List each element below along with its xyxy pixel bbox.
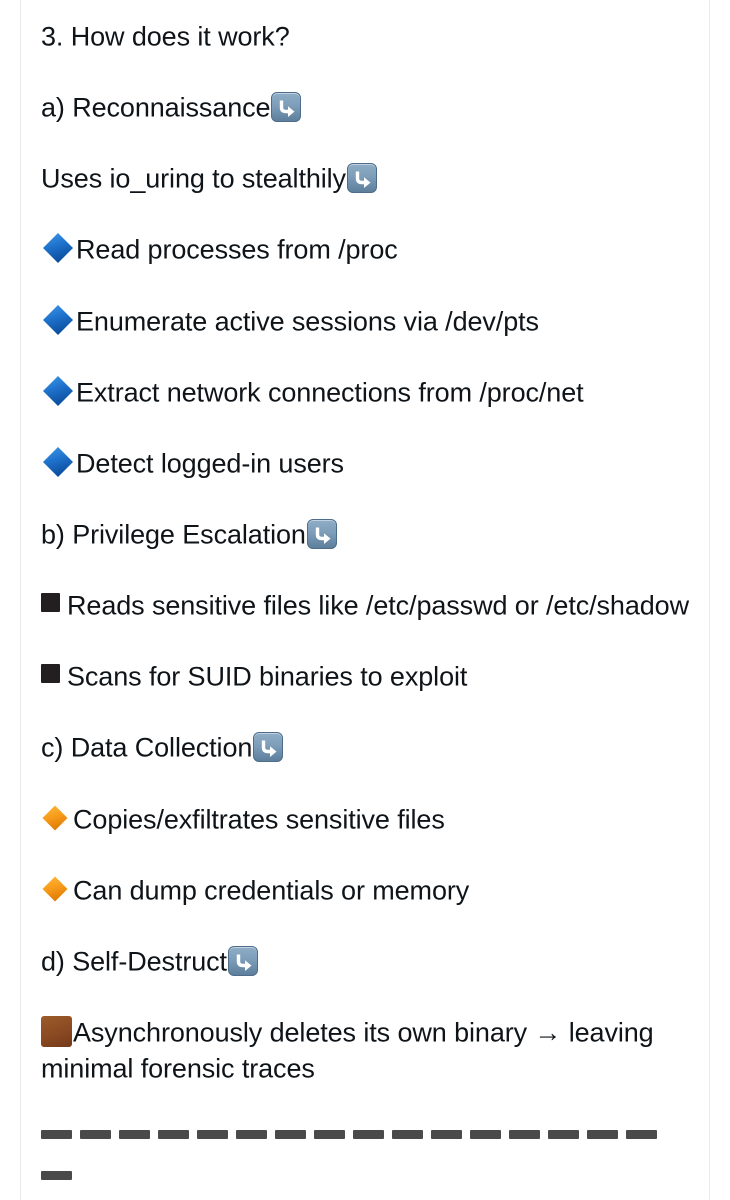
blue-diamond-icon	[41, 445, 75, 479]
orange-diamond-icon	[41, 875, 69, 903]
arrow-curving-down-icon	[227, 945, 258, 976]
list-item-text: Detect logged-in users	[76, 448, 344, 479]
separator-dash-line	[41, 1130, 689, 1141]
subsection-a-reconnaissance: a) Reconnaissance	[41, 89, 689, 125]
heavy-dash-icon	[626, 1130, 657, 1140]
list-item-text: Read processes from /proc	[76, 235, 398, 266]
reconnaissance-intro-text: Uses io_uring to stealthily	[41, 163, 346, 194]
heavy-dash-icon	[353, 1130, 384, 1140]
subsection-d-label: d) Self-Destruct	[41, 946, 227, 977]
list-item: Enumerate active sessions via /dev/pts	[41, 303, 689, 339]
list-item-text: Scans for SUID binaries to exploit	[67, 661, 468, 692]
subsection-c-label: c) Data Collection	[41, 733, 253, 763]
list-item: Detect logged-in users	[41, 445, 689, 481]
list-item-text: Asynchronously deletes its own binary → …	[41, 1017, 654, 1084]
reconnaissance-intro: Uses io_uring to stealthily	[41, 160, 689, 196]
list-item-text: Can dump credentials or memory	[73, 875, 470, 906]
blue-diamond-icon	[41, 303, 75, 337]
heavy-dash-icon	[80, 1130, 111, 1140]
subsection-b-label: b) Privilege Escalation	[41, 519, 306, 550]
subsection-a-label: a) Reconnaissance	[41, 92, 271, 123]
post-text-column: 3. How does it work? a) Reconnaissance U…	[20, 0, 710, 1200]
heavy-dash-icon	[275, 1130, 306, 1140]
list-item: Read processes from /proc	[41, 231, 689, 267]
section-heading-text: 3. How does it work?	[41, 21, 290, 52]
black-square-icon	[41, 664, 60, 684]
subsection-b-privilege-escalation: b) Privilege Escalation	[41, 516, 689, 552]
subsection-d-self-destruct: d) Self-Destruct	[41, 943, 689, 979]
section-heading: 3. How does it work?	[41, 18, 689, 54]
list-item-text: Enumerate active sessions via /dev/pts	[76, 306, 539, 337]
arrow-curving-down-icon	[271, 92, 302, 123]
heavy-dash-icon	[431, 1130, 462, 1140]
subsection-c-data-collection: c) Data Collection	[41, 729, 689, 765]
list-item: Scans for SUID binaries to exploit	[41, 658, 689, 694]
heavy-dash-icon	[41, 1130, 72, 1140]
list-item: Can dump credentials or memory	[41, 872, 689, 908]
heavy-dash-icon	[470, 1130, 501, 1140]
separator-dash-line-partial	[41, 1171, 689, 1182]
blue-diamond-icon	[41, 374, 75, 408]
black-square-icon	[41, 593, 60, 613]
heavy-dash-icon	[392, 1130, 423, 1140]
heavy-dash-icon	[119, 1130, 150, 1140]
arrow-curving-down-icon	[253, 732, 284, 763]
arrow-curving-down-icon	[346, 163, 377, 194]
list-item: Extract network connections from /proc/n…	[41, 374, 689, 410]
heavy-dash-icon	[587, 1130, 618, 1140]
orange-diamond-icon	[41, 804, 69, 832]
blue-diamond-icon	[41, 231, 75, 265]
heavy-dash-icon	[236, 1130, 267, 1140]
heavy-dash-icon	[41, 1171, 72, 1181]
list-item-text: Extract network connections from /proc/n…	[76, 377, 584, 408]
heavy-dash-icon	[314, 1130, 345, 1140]
list-item: Copies/exfiltrates sensitive files	[41, 801, 689, 837]
brown-square-icon	[41, 1015, 72, 1047]
heavy-dash-icon	[509, 1130, 540, 1140]
list-item-text: Reads sensitive files like /etc/passwd o…	[67, 590, 689, 621]
list-item: Asynchronously deletes its own binary → …	[41, 1014, 689, 1086]
heavy-dash-icon	[158, 1130, 189, 1140]
arrow-curving-down-icon	[306, 518, 337, 549]
list-item-text: Copies/exfiltrates sensitive files	[73, 804, 445, 835]
heavy-dash-icon	[197, 1130, 228, 1140]
list-item: Reads sensitive files like /etc/passwd o…	[41, 587, 689, 623]
heavy-dash-icon	[548, 1130, 579, 1140]
